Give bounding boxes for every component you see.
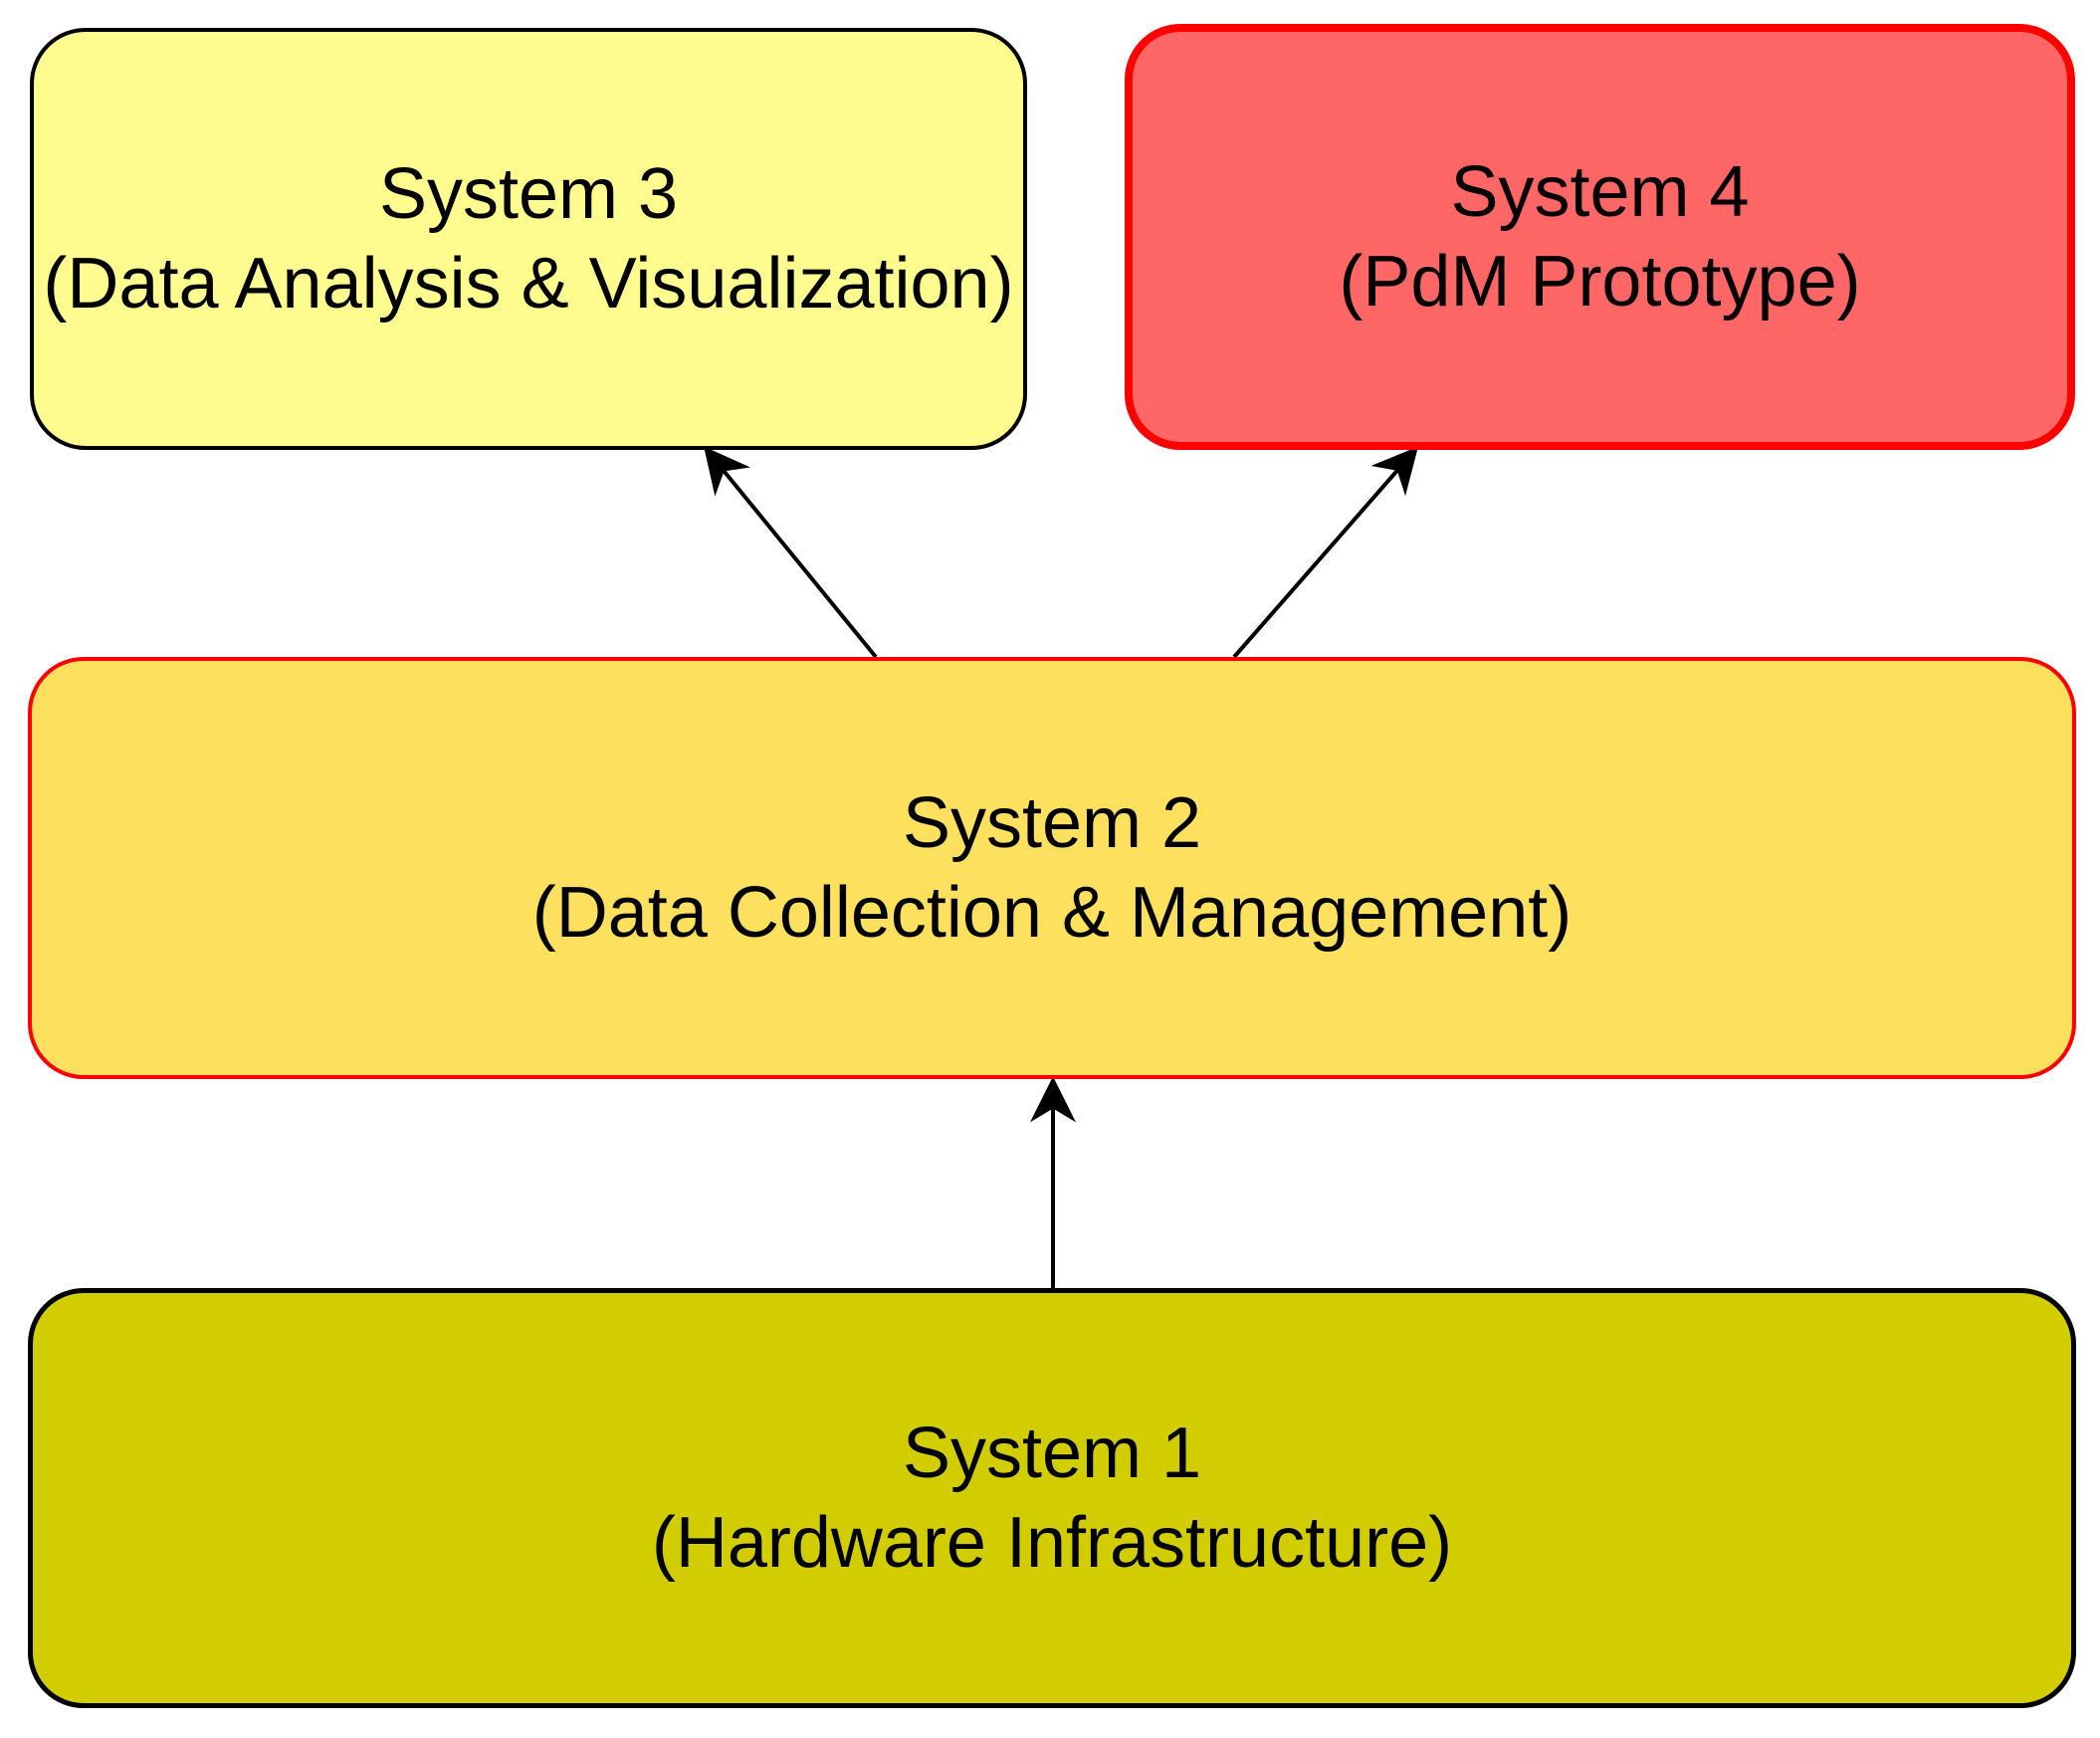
system-3-title: System 3	[378, 154, 679, 234]
system-1-title: System 1	[902, 1413, 1202, 1493]
system-3-subtitle: (Data Analysis & Visualization)	[43, 244, 1014, 324]
system-2-box: System 2 (Data Collection & Management)	[28, 657, 2076, 1079]
arrow-system2-to-system4	[1232, 446, 1419, 659]
system-3-box: System 3 (Data Analysis & Visualization)	[30, 28, 1027, 450]
system-2-subtitle: (Data Collection & Management)	[531, 873, 1573, 953]
system-4-title: System 4	[1450, 152, 1750, 232]
system-4-subtitle: (PdM Prototype)	[1339, 242, 1861, 322]
system-4-box: System 4 (PdM Prototype)	[1125, 24, 2075, 450]
arrow-system2-to-system3	[704, 446, 878, 659]
system-1-subtitle: (Hardware Infrastructure)	[651, 1503, 1453, 1583]
system-1-box: System 1 (Hardware Infrastructure)	[28, 1288, 2076, 1708]
system-2-title: System 2	[902, 783, 1202, 863]
